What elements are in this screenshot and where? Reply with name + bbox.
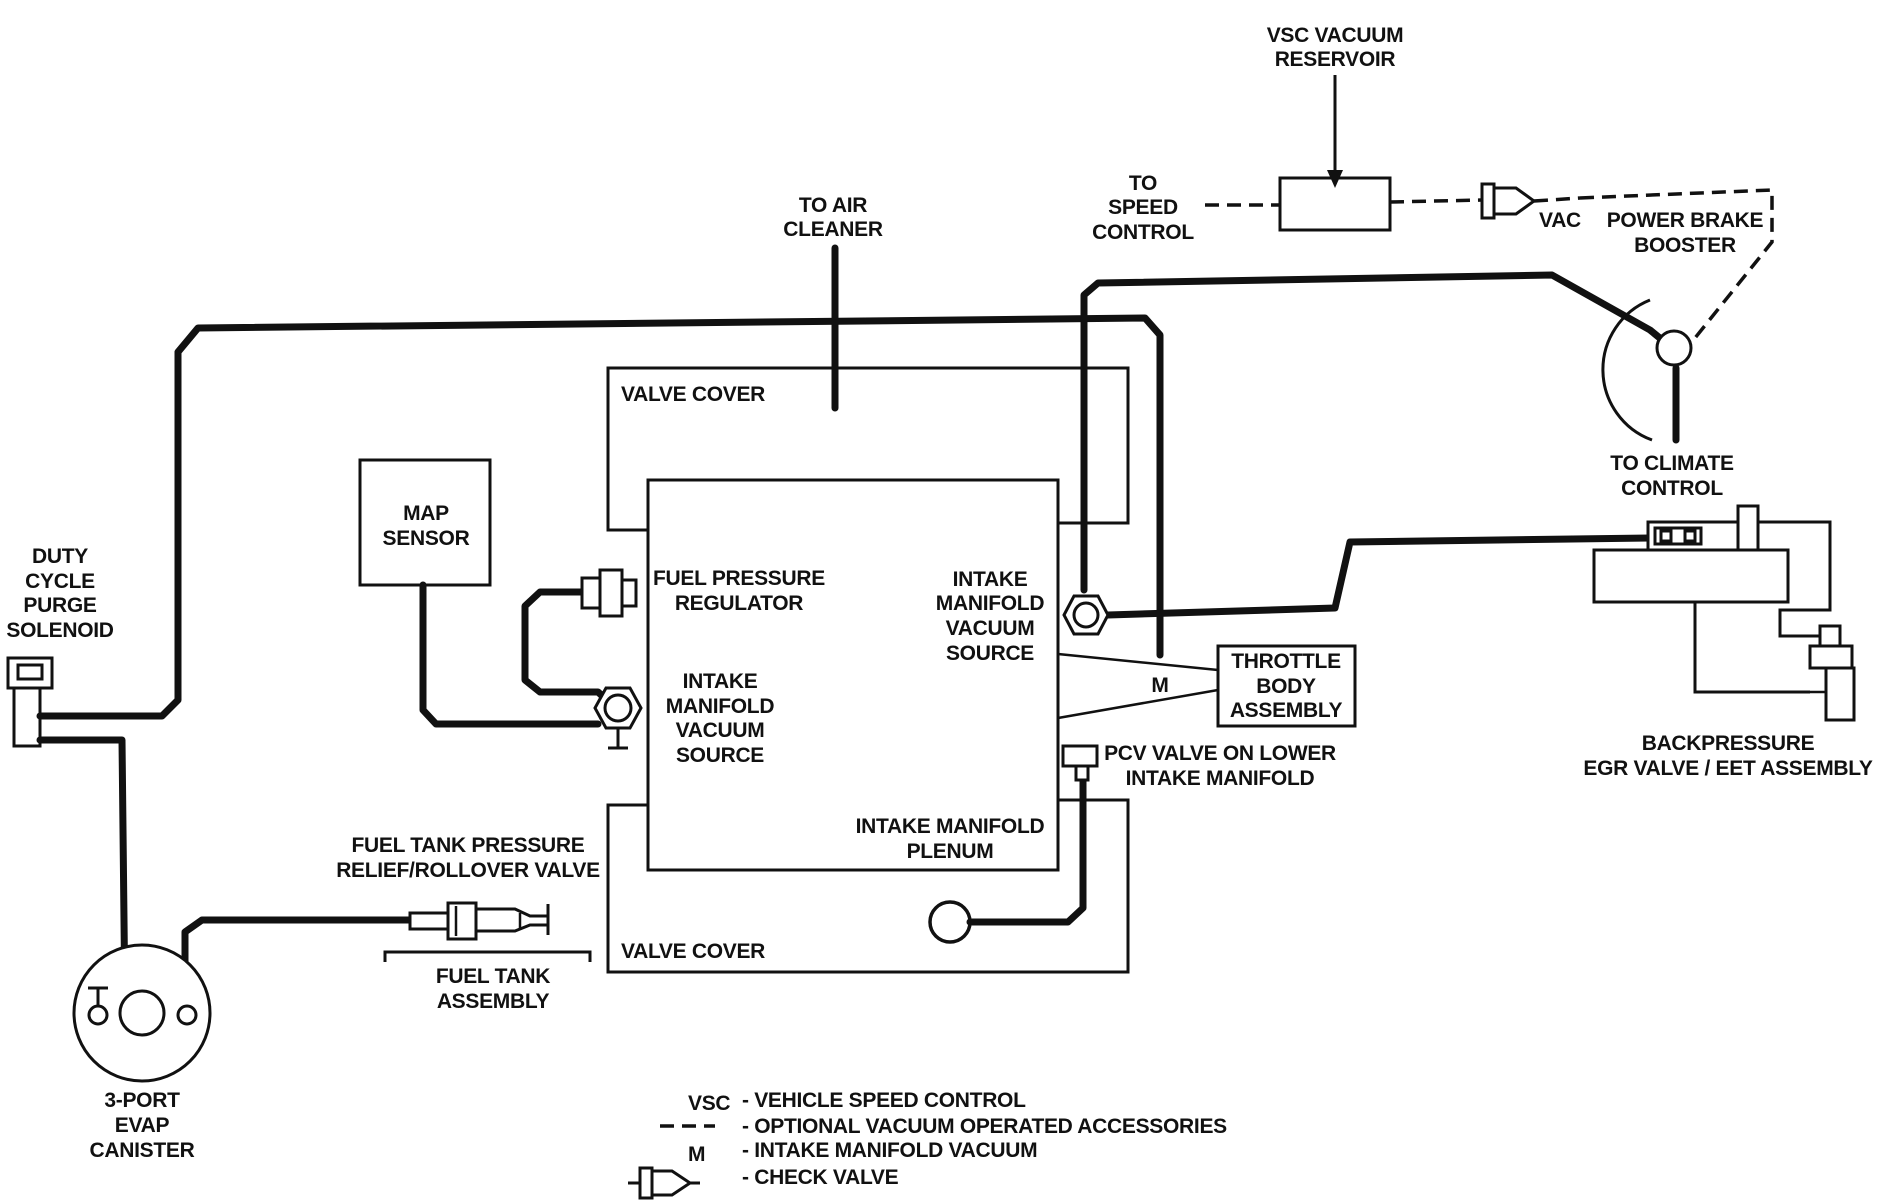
label-vacuum-source-right-1: INTAKE bbox=[953, 568, 1028, 591]
label-valve-cover-top: VALVE COVER bbox=[621, 383, 765, 406]
valve-cover-bottom bbox=[606, 798, 1130, 974]
label-backpressure-egr-1: BACKPRESSURE bbox=[1642, 732, 1815, 755]
label-to-speed-control-2: SPEED bbox=[1108, 196, 1178, 219]
intake-manifold-plenum-box bbox=[646, 478, 1060, 872]
booster-port bbox=[1655, 329, 1693, 367]
label-fuel-pressure-regulator-2: REGULATOR bbox=[675, 592, 803, 615]
rollover-valve bbox=[383, 901, 592, 962]
bottom-valve-cover-port bbox=[928, 900, 972, 944]
throttle-body-box bbox=[1216, 644, 1357, 728]
label-to-climate-control-2: CONTROL bbox=[1621, 477, 1723, 500]
label-vacuum-source-left-4: SOURCE bbox=[676, 744, 764, 767]
map-sensor-box bbox=[358, 458, 492, 587]
legend: VSC - VEHICLE SPEED CONTROL - OPTIONAL V… bbox=[688, 1089, 1227, 1189]
label-throttle-body-2: BODY bbox=[1256, 675, 1316, 698]
legend-optional-text: - OPTIONAL VACUUM OPERATED ACCESSORIES bbox=[742, 1115, 1227, 1138]
label-evap-canister-1: 3-PORT bbox=[104, 1089, 180, 1112]
hose-solenoid-to-throttle bbox=[36, 314, 1164, 720]
label-vac: VAC bbox=[1539, 209, 1581, 232]
canister-left-port bbox=[87, 1004, 109, 1026]
hose-map-to-source bbox=[419, 581, 602, 728]
label-intake-plenum-1: INTAKE MANIFOLD bbox=[856, 815, 1045, 838]
label-pcv-valve-2: INTAKE MANIFOLD bbox=[1126, 767, 1315, 790]
label-vacuum-source-right-2: MANIFOLD bbox=[936, 592, 1045, 615]
fuel-pressure-regulator-fitting bbox=[580, 568, 638, 618]
diagram-labels: VSC VACUUM RESERVOIR TO SPEED CONTROL VA… bbox=[6, 24, 1873, 1162]
dashed-hose-reservoir-check bbox=[1389, 198, 1483, 204]
label-throttle-body-3: ASSEMBLY bbox=[1230, 699, 1343, 722]
legend-vsc-text: - VEHICLE SPEED CONTROL bbox=[742, 1089, 1026, 1112]
label-throttle-body-1: THROTTLE bbox=[1231, 650, 1341, 673]
label-map-sensor-1: MAP bbox=[403, 502, 449, 525]
legend-vsc-symbol: VSC bbox=[688, 1092, 730, 1115]
label-to-air-cleaner-2: CLEANER bbox=[783, 218, 883, 241]
label-to-climate-control-1: TO CLIMATE bbox=[1610, 452, 1734, 475]
hose-regulator bbox=[521, 588, 616, 709]
valve-cover-top bbox=[606, 366, 1130, 532]
label-evap-canister-3: CANISTER bbox=[90, 1139, 195, 1162]
canister-right-port bbox=[176, 1004, 198, 1026]
egr-eet-assembly bbox=[1592, 504, 1856, 722]
label-power-brake-booster-1: POWER BRAKE bbox=[1607, 209, 1764, 232]
label-vacuum-source-right-4: SOURCE bbox=[946, 642, 1034, 665]
label-to-speed-control-3: CONTROL bbox=[1092, 221, 1194, 244]
canister-center-port bbox=[118, 989, 166, 1037]
hose-source-to-egr bbox=[1104, 534, 1654, 619]
label-fuel-pressure-regulator-1: FUEL PRESSURE bbox=[653, 567, 825, 590]
legend-check-valve-text: - CHECK VALVE bbox=[742, 1166, 899, 1189]
label-m-marker: M bbox=[1151, 674, 1168, 697]
label-evap-canister-2: EVAP bbox=[115, 1114, 170, 1137]
purge-solenoid bbox=[6, 656, 54, 748]
left-vacuum-source-fitting bbox=[593, 686, 643, 750]
label-to-speed-control-1: TO bbox=[1129, 172, 1157, 195]
label-vsc-reservoir-1: VSC VACUUM bbox=[1267, 24, 1404, 47]
label-pcv-valve-1: PCV VALVE ON LOWER bbox=[1104, 742, 1336, 765]
label-backpressure-egr-2: EGR VALVE / EET ASSEMBLY bbox=[1583, 757, 1872, 780]
evap-canister bbox=[72, 943, 212, 1083]
legend-check-valve-icon bbox=[628, 1166, 700, 1200]
hose-solenoid-to-canister bbox=[36, 736, 129, 1014]
check-valve bbox=[1480, 182, 1774, 340]
label-vacuum-source-left-1: INTAKE bbox=[683, 670, 758, 693]
label-to-air-cleaner-1: TO AIR bbox=[799, 194, 867, 217]
label-purge-solenoid-2: CYCLE bbox=[25, 570, 95, 593]
vacuum-hoses bbox=[36, 244, 1680, 1014]
hose-canister-to-fuel-tank bbox=[181, 916, 416, 1014]
label-vacuum-source-left-2: MANIFOLD bbox=[666, 695, 775, 718]
dashed-hose-check-to-booster bbox=[1533, 196, 1581, 203]
label-vacuum-source-left-3: VACUUM bbox=[676, 719, 765, 742]
label-fuel-tank-valve-1: FUEL TANK PRESSURE bbox=[351, 834, 584, 857]
legend-m-symbol: M bbox=[688, 1143, 705, 1166]
label-purge-solenoid-1: DUTY bbox=[32, 545, 88, 568]
hose-source-to-booster bbox=[1080, 271, 1676, 594]
label-fuel-tank-valve-2: RELIEF/ROLLOVER VALVE bbox=[336, 859, 600, 882]
pcv-valve-fitting bbox=[1061, 744, 1099, 782]
label-fuel-tank-assembly-2: ASSEMBLY bbox=[437, 990, 550, 1013]
label-purge-solenoid-4: SOLENOID bbox=[6, 619, 113, 642]
hose-pcv bbox=[966, 776, 1087, 926]
label-vacuum-source-right-3: VACUUM bbox=[946, 617, 1035, 640]
right-vacuum-source-fitting bbox=[1062, 594, 1110, 636]
label-intake-plenum-2: PLENUM bbox=[907, 840, 994, 863]
label-power-brake-booster-2: BOOSTER bbox=[1634, 234, 1736, 257]
vsc-reservoir bbox=[1205, 75, 1483, 232]
label-vsc-reservoir-2: RESERVOIR bbox=[1275, 48, 1396, 71]
label-fuel-tank-assembly-1: FUEL TANK bbox=[436, 965, 550, 988]
label-valve-cover-bottom: VALVE COVER bbox=[621, 940, 765, 963]
throttle-body bbox=[1057, 644, 1357, 728]
engine-assembly bbox=[606, 366, 1130, 974]
label-map-sensor-2: SENSOR bbox=[383, 527, 470, 550]
label-purge-solenoid-3: PURGE bbox=[23, 594, 96, 617]
power-brake-booster bbox=[1601, 298, 1693, 442]
legend-m-text: - INTAKE MANIFOLD VACUUM bbox=[742, 1139, 1037, 1162]
